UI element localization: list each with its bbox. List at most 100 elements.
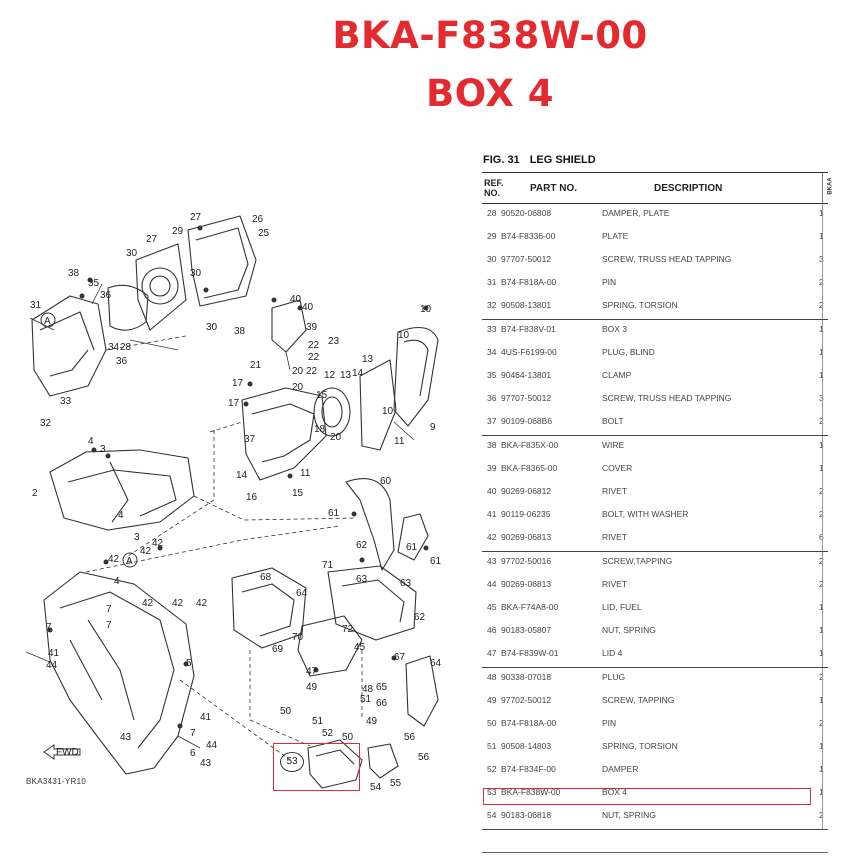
ref-no: 31 [487, 277, 497, 287]
svg-text:14: 14 [236, 470, 248, 481]
quantity: 2 [819, 300, 824, 310]
figure-name: LEG SHIELD [529, 154, 596, 166]
parts-table-header: REF.NO. PART NO. DESCRIPTION BKAA [482, 172, 834, 204]
ref-no: 44 [487, 579, 497, 589]
svg-text:63: 63 [400, 578, 412, 589]
ref-no: 48 [487, 672, 497, 682]
svg-text:3: 3 [100, 444, 106, 455]
svg-text:67: 67 [394, 652, 406, 663]
quantity: 3 [819, 393, 824, 403]
ref-no: 36 [487, 393, 497, 403]
description: PIN [602, 718, 617, 728]
svg-text:9: 9 [430, 422, 436, 433]
part-no: 90520-06808 [501, 208, 552, 218]
ref-no: 33 [487, 324, 497, 334]
description: LID 4 [602, 648, 623, 658]
description: NUT, SPRING [602, 810, 656, 820]
ref-no: 51 [487, 741, 497, 751]
trim-60-part [345, 478, 395, 571]
quantity: 2 [819, 579, 824, 589]
ref-53-callout: 53 [280, 752, 304, 772]
svg-text:18: 18 [314, 424, 326, 435]
ref-53-highlight-box [273, 743, 360, 791]
svg-text:7: 7 [106, 604, 112, 615]
ref-no: 35 [487, 370, 497, 380]
description: SPRING, TORSION [602, 741, 678, 751]
svg-text:FWD: FWD [56, 747, 79, 758]
svg-text:22: 22 [308, 340, 320, 351]
ref-no: 45 [487, 602, 497, 612]
svg-text:44: 44 [206, 740, 218, 751]
svg-text:52: 52 [322, 728, 334, 739]
part-no: 97702-50012 [501, 695, 552, 705]
col-model: BKAA [822, 173, 834, 203]
part-no: BKA-F838W-00 [501, 787, 561, 797]
svg-text:20: 20 [330, 432, 342, 443]
ref-no: 46 [487, 625, 497, 635]
part-no: 90338-07018 [501, 672, 552, 682]
svg-text:42: 42 [142, 598, 154, 609]
svg-text:71: 71 [322, 560, 334, 571]
svg-text:33: 33 [60, 396, 72, 407]
svg-text:37: 37 [244, 434, 256, 445]
svg-text:30: 30 [206, 322, 218, 333]
svg-text:40: 40 [302, 302, 314, 313]
part-no: BKA-F74A8-00 [501, 602, 559, 612]
part-no: BKA-F8365-00 [501, 463, 558, 473]
ref-no: 53 [487, 787, 497, 797]
ref-no: 47 [487, 648, 497, 658]
quantity: 1 [819, 764, 824, 774]
svg-text:51: 51 [360, 694, 372, 705]
svg-text:20: 20 [292, 382, 304, 393]
part-no: 90508-13801 [501, 300, 552, 310]
svg-text:7: 7 [106, 620, 112, 631]
svg-text:4: 4 [88, 436, 94, 447]
quantity: 2 [819, 486, 824, 496]
svg-text:61: 61 [430, 556, 442, 567]
quantity: 2 [819, 277, 824, 287]
svg-text:12: 12 [324, 370, 336, 381]
svg-text:38: 38 [68, 268, 80, 279]
svg-text:35: 35 [88, 278, 100, 289]
svg-text:28: 28 [120, 342, 132, 353]
svg-text:36: 36 [100, 290, 112, 301]
part-name-title: BOX 4 [426, 72, 554, 115]
ref-no: 49 [487, 695, 497, 705]
part-no: 90464-13801 [501, 370, 552, 380]
svg-text:13: 13 [340, 370, 352, 381]
svg-text:65: 65 [376, 682, 388, 693]
part-no: 90109-068B6 [501, 416, 553, 426]
svg-text:38: 38 [234, 326, 246, 337]
description: NUT, SPRING [602, 625, 656, 635]
damper-plate-part [107, 284, 149, 331]
description: SCREW,TAPPING [602, 556, 673, 566]
ref-no: 52 [487, 764, 497, 774]
svg-text:68: 68 [260, 572, 272, 583]
ref-no: 41 [487, 509, 497, 519]
ref-no: 32 [487, 300, 497, 310]
svg-text:23: 23 [328, 336, 340, 347]
svg-text:4: 4 [114, 576, 120, 587]
description: RIVET [602, 486, 628, 496]
svg-text:16: 16 [246, 492, 258, 503]
ref-no: 54 [487, 810, 497, 820]
ref-no: 29 [487, 231, 497, 241]
svg-text:41: 41 [48, 648, 60, 659]
svg-text:43: 43 [120, 732, 132, 743]
part-no: B74-F818A-00 [501, 718, 557, 728]
svg-text:61: 61 [406, 542, 418, 553]
description: PLUG [602, 672, 626, 682]
box-4-part [307, 739, 363, 789]
svg-text:32: 32 [40, 418, 52, 429]
svg-text:54: 54 [370, 782, 382, 793]
svg-text:A: A [126, 556, 133, 567]
part-no: 97702-50016 [501, 556, 552, 566]
svg-text:5: 5 [186, 658, 192, 669]
